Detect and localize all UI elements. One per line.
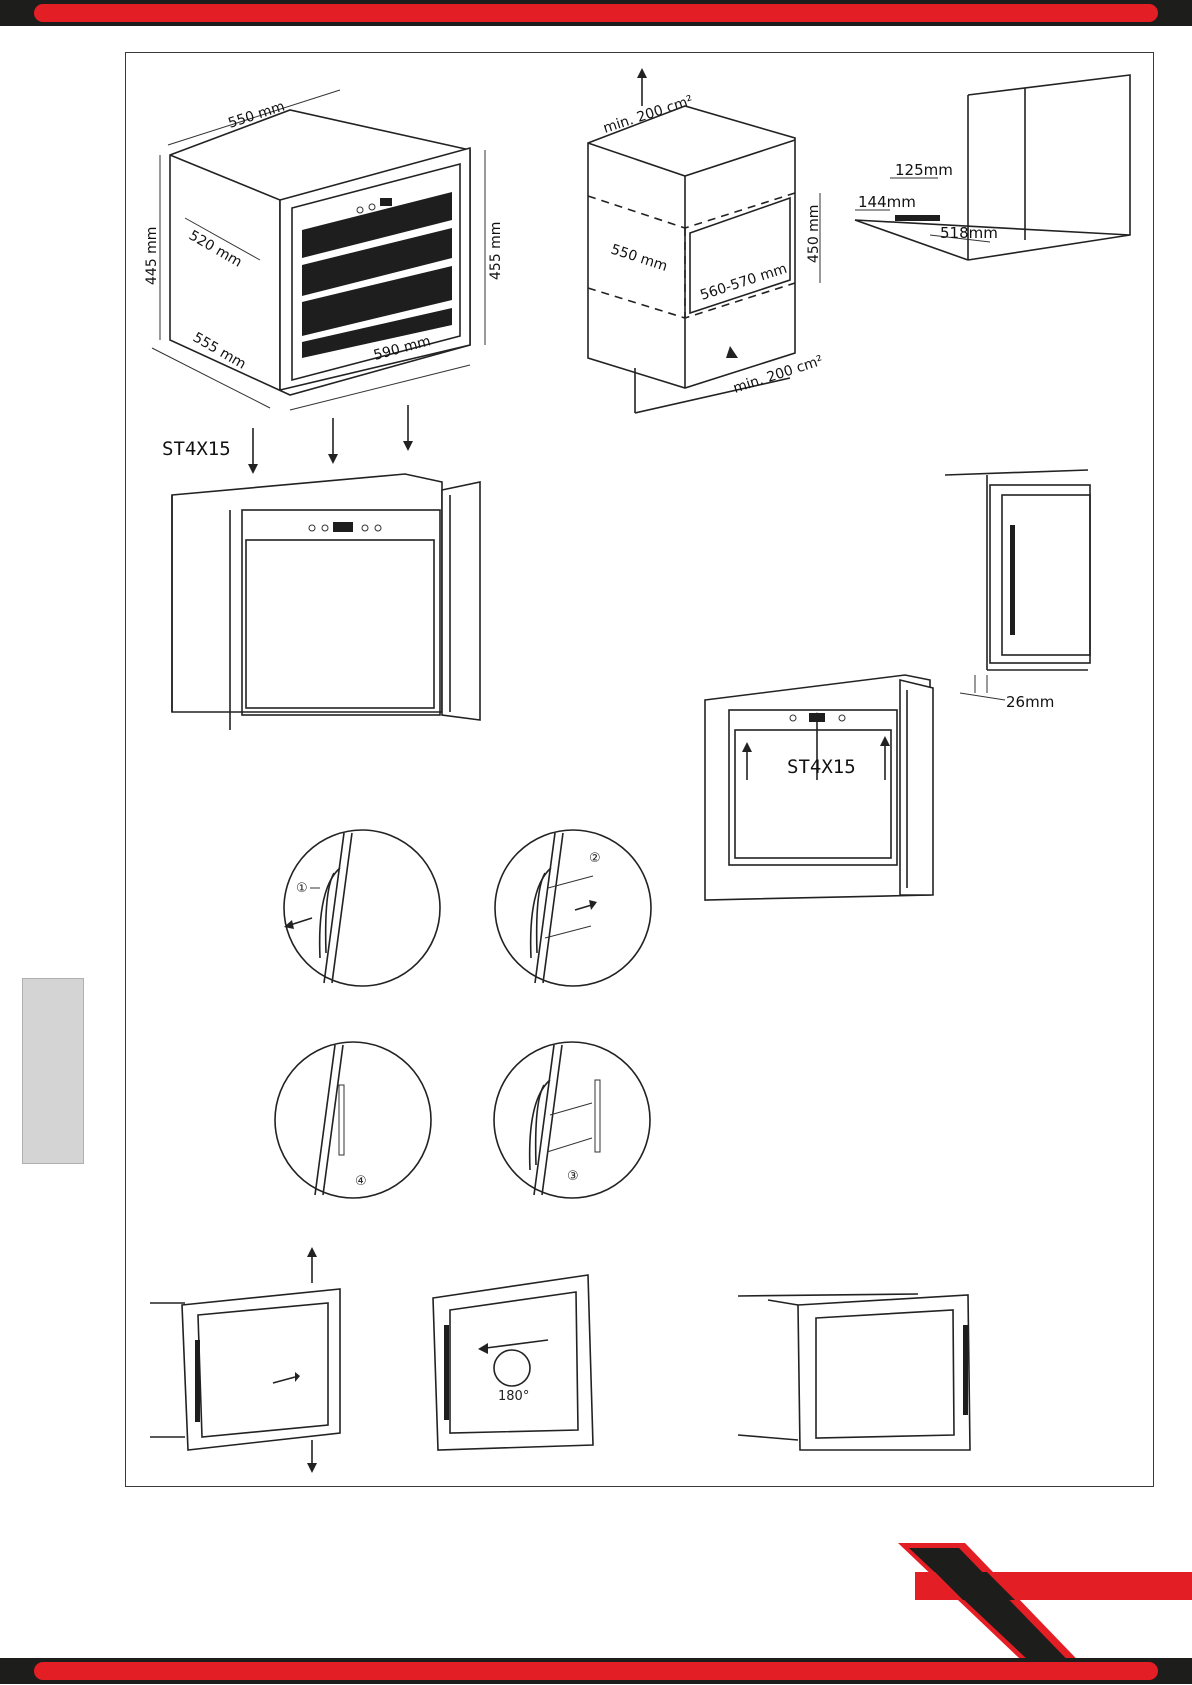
dim-455: 455 mm	[488, 222, 504, 280]
step-1: ①	[296, 881, 308, 896]
dim-144: 144mm	[858, 193, 916, 211]
door-mounted-figure	[738, 1290, 983, 1455]
bottom-band-red	[34, 1662, 1158, 1680]
bracket-figure: 125mm 144mm 518mm	[840, 70, 1140, 270]
step-3: ③	[567, 1169, 579, 1184]
top-band	[0, 0, 1192, 26]
handle-step-3: ③	[492, 1040, 652, 1200]
bottom-band	[0, 1658, 1192, 1684]
side-tab	[22, 978, 84, 1164]
top-band-red	[34, 4, 1158, 22]
dim-445: 445 mm	[144, 227, 160, 285]
dim-125: 125mm	[895, 161, 953, 179]
gap-figure: 26mm	[940, 465, 1100, 720]
gap-label: 26mm	[1006, 693, 1054, 711]
handle-step-2: ②	[493, 828, 653, 988]
handle-step-4: ④	[273, 1040, 433, 1200]
screw-label-front: ST4X15	[787, 756, 856, 778]
step-4: ④	[355, 1174, 367, 1189]
screw-label-top: ST4X15	[162, 438, 231, 460]
rotation-label: 180°	[498, 1389, 529, 1404]
screw-front-figure: ST4X15	[705, 670, 940, 905]
screw-top-figure: ST4X15	[150, 400, 495, 730]
dim-518: 518mm	[940, 224, 998, 242]
step-2: ②	[589, 851, 601, 866]
niche-dimensions-figure: min. 200 cm² 550 mm 560-570 mm 450 mm mi…	[560, 68, 850, 408]
dim-450: 450 mm	[806, 205, 822, 263]
door-remove-figure	[150, 1245, 355, 1475]
handle-step-1: ①	[282, 828, 442, 988]
door-rotate-figure: 180°	[428, 1270, 598, 1455]
cabinet-dimensions-figure: 550 mm 445 mm 520 mm 455 mm 555 mm 590 m…	[140, 90, 500, 400]
